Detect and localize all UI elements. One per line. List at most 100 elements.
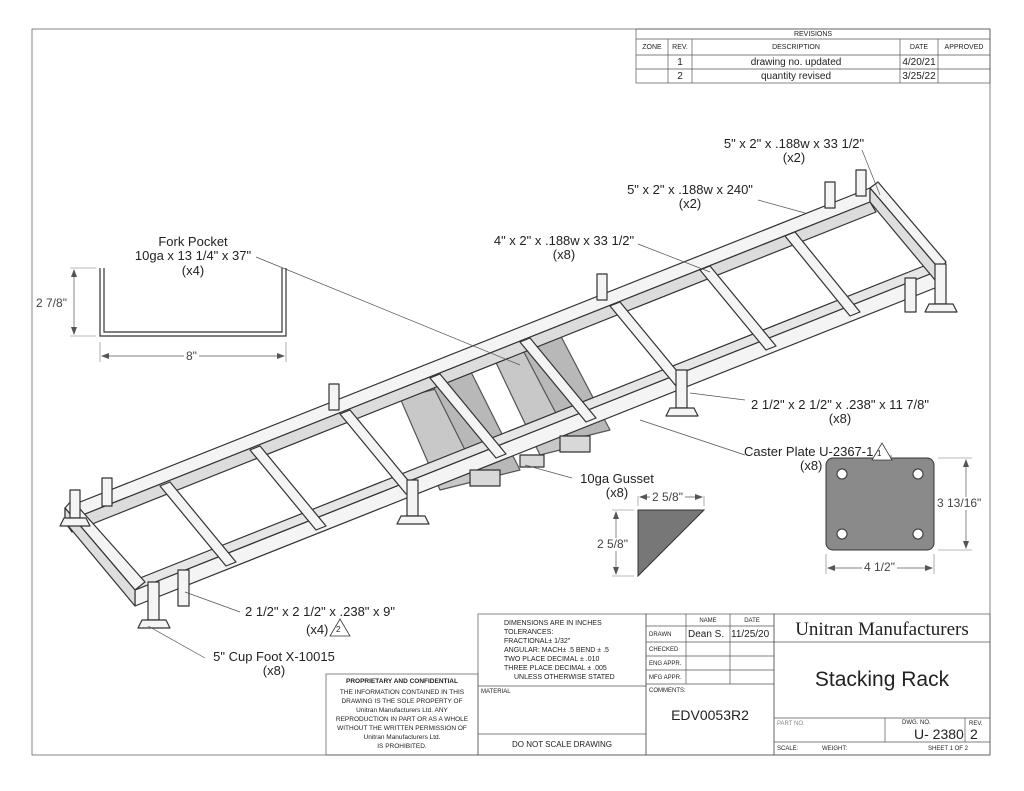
cross-member bbox=[699, 265, 777, 351]
rev-flag-1: 1 bbox=[877, 449, 882, 458]
callout-title: Fork Pocket bbox=[158, 234, 228, 249]
sig-date: 11/25/20 bbox=[731, 629, 770, 640]
gusset-block bbox=[559, 435, 591, 453]
post bbox=[675, 369, 688, 409]
callout-qty: (x8) bbox=[552, 247, 576, 263]
revision-row-description: drawing no. updated bbox=[750, 57, 842, 68]
post bbox=[177, 569, 190, 607]
cup-foot bbox=[59, 517, 91, 527]
post bbox=[101, 477, 113, 507]
title-block-grid bbox=[325, 613, 991, 756]
post bbox=[328, 383, 340, 411]
proprietary-title: PROPRIETARY AND CONFIDENTIAL bbox=[346, 678, 458, 685]
post bbox=[824, 181, 836, 209]
callout-cup-foot: 5" Cup Foot X-10015 (x8) bbox=[206, 649, 342, 679]
sig-name: Dean S. bbox=[688, 629, 725, 640]
part-no-label: PART NO. bbox=[777, 721, 805, 727]
sig-header-date: DATE bbox=[744, 618, 760, 624]
callout-text: Caster Plate U-2367-1 bbox=[744, 444, 874, 459]
revisions-header-zone: ZONE bbox=[642, 44, 662, 51]
fork-pocket-section bbox=[70, 267, 287, 362]
post bbox=[406, 479, 419, 517]
revision-row-description: quantity revised bbox=[760, 71, 832, 82]
revisions-header-approved: APPROVED bbox=[944, 44, 984, 51]
company-name: Unitran Manufacturers bbox=[795, 619, 969, 640]
callout-angle-9: 2 1/2" x 2 1/2" x .238" x 9" bbox=[240, 604, 400, 619]
callout-gusset: 10ga Gusset (x8) bbox=[572, 471, 662, 501]
revision-row-date: 4/20/21 bbox=[902, 57, 936, 68]
callout-angle-11: 2 1/2" x 2 1/2" x .238" x 11 7/8" (x8) bbox=[742, 397, 938, 427]
sig-header-name: NAME bbox=[699, 618, 717, 624]
callout-tube-5x2-long: 5" x 2" x .188w x 240" (x2) bbox=[620, 182, 760, 212]
sig-role: CHECKED bbox=[649, 647, 679, 653]
dim-gusset-height: 2 5/8" bbox=[597, 537, 628, 552]
dim-fork-height: 2 7/8" bbox=[36, 296, 67, 310]
rev-flag-2: 2 bbox=[336, 625, 341, 634]
callout-qty: (x8) bbox=[800, 458, 823, 474]
dim-fork-width: 8" bbox=[184, 349, 199, 364]
post bbox=[934, 263, 947, 305]
scale-label: SCALE: bbox=[777, 746, 799, 752]
cross-member bbox=[609, 301, 687, 387]
cross-member bbox=[249, 445, 327, 531]
caster-plate-detail bbox=[825, 457, 972, 574]
comments-value: EDV0053R2 bbox=[671, 707, 749, 723]
post bbox=[855, 169, 867, 197]
sig-role: MFG APPR. bbox=[649, 675, 682, 681]
gusset-block bbox=[469, 469, 501, 487]
dwg-no-label: DWG. NO. bbox=[902, 720, 931, 726]
gusset-block bbox=[519, 454, 545, 468]
callout-fork-pocket: Fork Pocket 10ga x 13 1/4" x 37" (x4) bbox=[126, 234, 260, 278]
callout-text: 10ga x 13 1/4" x 37" bbox=[134, 248, 252, 264]
callout-qty: (x2) bbox=[678, 196, 702, 212]
callout-text: 2 1/2" x 2 1/2" x .238" x 9" bbox=[245, 604, 395, 619]
callout-text: 5" x 2" x .188w x 33 1/2" bbox=[723, 136, 865, 151]
gusset-detail bbox=[612, 494, 706, 578]
rev-label: REV. bbox=[969, 721, 983, 727]
post bbox=[904, 277, 917, 313]
revisions-header-rev: REV. bbox=[672, 44, 688, 51]
rev-flag-1-triangle bbox=[871, 442, 893, 461]
callout-caster-plate: Caster Plate U-2367-1 (x8) bbox=[744, 444, 874, 474]
cup-foot bbox=[924, 303, 958, 313]
cross-member bbox=[784, 231, 861, 317]
callout-qty: (x8) bbox=[828, 411, 852, 427]
post bbox=[596, 273, 608, 301]
revisions-table-grid bbox=[635, 28, 991, 84]
callout-text: 5" Cup Foot X-10015 bbox=[213, 649, 335, 664]
material-label: MATERIAL bbox=[481, 689, 511, 695]
rack-frame bbox=[59, 169, 958, 629]
comments-label: COMMENTS: bbox=[649, 688, 686, 694]
callout-qty: (x2) bbox=[782, 150, 806, 166]
leader-lines bbox=[147, 149, 892, 659]
tolerances-block: DIMENSIONS ARE IN INCHES TOLERANCES: FRA… bbox=[504, 620, 615, 681]
dim-gusset-width: 2 5/8" bbox=[650, 490, 685, 505]
rev-value: 2 bbox=[970, 726, 978, 742]
cross-member bbox=[429, 373, 507, 459]
callout-text: 4" x 2" x .188w x 33 1/2" bbox=[493, 233, 635, 248]
dim-plate-width: 4 1/2" bbox=[862, 560, 897, 575]
sig-role: DRAWN bbox=[649, 632, 672, 638]
callout-angle-9-qty: (x4) bbox=[306, 622, 329, 637]
callout-tube-5x2-short: 5" x 2" x .188w x 33 1/2" (x2) bbox=[716, 136, 872, 166]
callout-qty: (x8) bbox=[605, 485, 629, 501]
do-not-scale-note: DO NOT SCALE DRAWING bbox=[511, 740, 612, 749]
revisions-header-description: DESCRIPTION bbox=[772, 44, 820, 51]
rail-end-right bbox=[869, 181, 947, 271]
proprietary-text: THE INFORMATION CONTAINED IN THIS DRAWIN… bbox=[335, 689, 469, 750]
sig-role: ENG APPR. bbox=[649, 661, 682, 667]
callout-tube-4x2: 4" x 2" x .188w x 33 1/2" (x8) bbox=[488, 233, 640, 263]
dim-plate-height: 3 13/16" bbox=[937, 496, 982, 511]
revision-row-rev: 2 bbox=[677, 71, 683, 82]
callout-qty: (x8) bbox=[262, 663, 286, 679]
cross-member bbox=[159, 481, 237, 567]
post bbox=[69, 489, 81, 519]
cup-foot bbox=[665, 407, 699, 417]
callout-text: 10ga Gusset bbox=[580, 471, 654, 486]
revision-row-date: 3/25/22 bbox=[902, 71, 936, 82]
rev-flag-2-triangle bbox=[329, 618, 351, 637]
dwg-no: U- 2380 bbox=[914, 726, 964, 742]
cup-foot bbox=[396, 515, 430, 525]
